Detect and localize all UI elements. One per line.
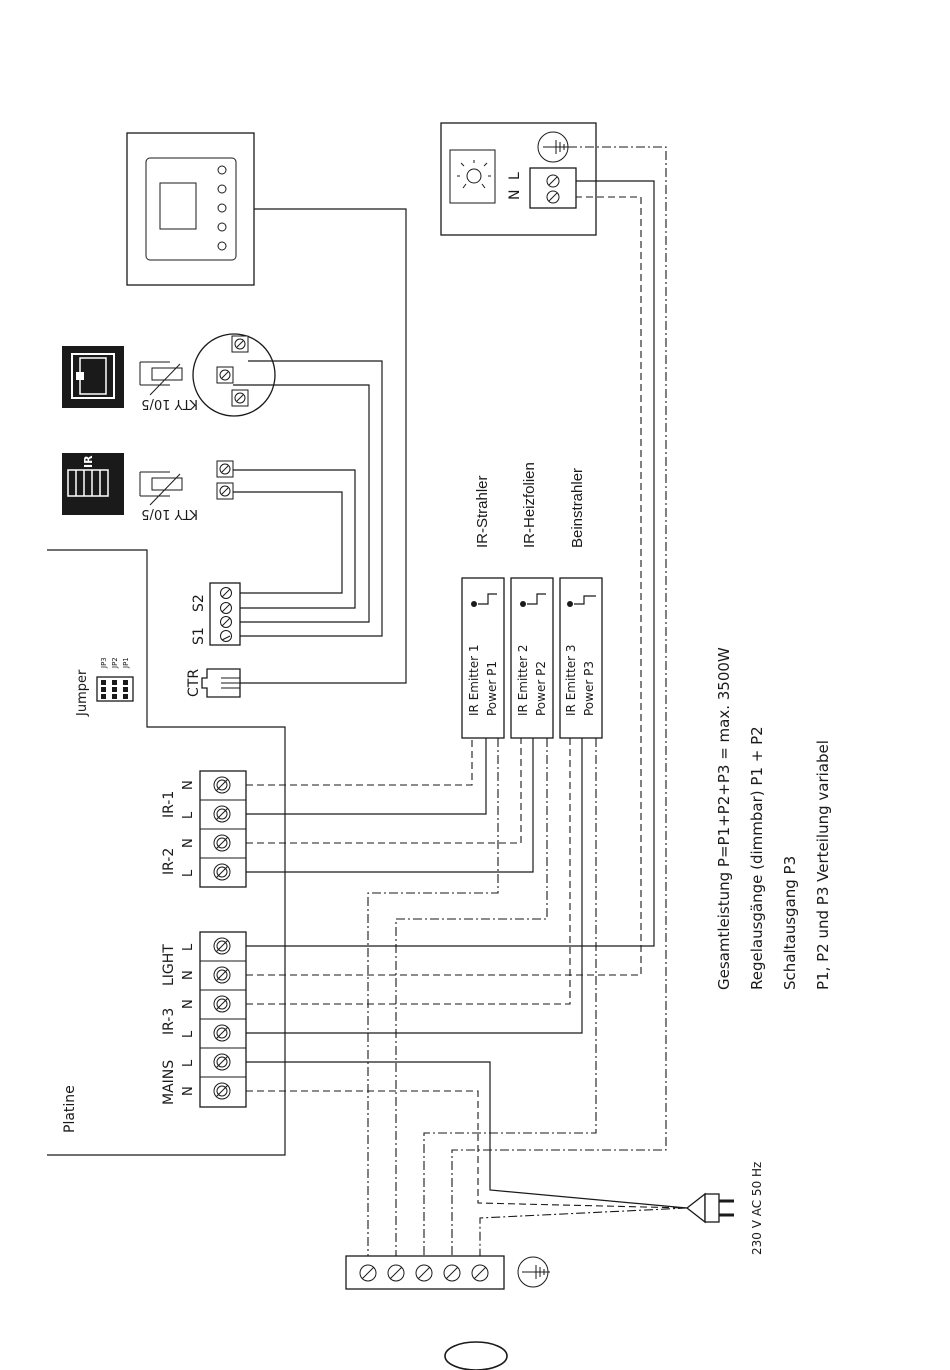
mains-label: MAINS — [161, 1060, 177, 1105]
note-switch-output: Schaltausgang P3 — [781, 856, 799, 990]
ir-heater-icon — [62, 453, 124, 515]
terminal-block-lower: LIGHT L N IR-3 N L MAINS L N — [161, 931, 247, 1108]
emitter-3-type: Beinstrahler — [569, 468, 586, 548]
lamp-box: N L — [440, 122, 597, 236]
notes: Gesamtleistung P=P1+P2+P3 = max. 3500W R… — [715, 647, 832, 990]
kty-label-2: KTY 10/5 — [141, 506, 198, 521]
platine-label: Platine — [62, 1085, 78, 1133]
s2-label: S2 — [191, 594, 207, 612]
mains-n-label: N — [181, 1086, 196, 1096]
sensor-terminal-block: S1 S2 — [191, 582, 241, 646]
supply-label: 230 V AC 50 Hz — [750, 1162, 764, 1255]
sensor-2: IR KTY 10/5 — [62, 453, 234, 521]
note-dimmable-outputs: Regelausgänge (dimmbar) P1 + P2 — [748, 726, 766, 990]
emitter-1-line1: IR Emitter 1 — [467, 645, 481, 716]
ir1-l-label: L — [181, 811, 196, 819]
emitter-3: IR Emitter 3 Power P3 Beinstrahler — [559, 468, 603, 739]
control-panel-icon — [126, 132, 255, 286]
mains-l-label: L — [181, 1059, 196, 1067]
jp1-label: JP1 — [122, 657, 130, 669]
plug-icon: 230 V AC 50 Hz — [685, 1162, 764, 1255]
jumper-block: Jumper JP3 JP2 JP1 — [75, 657, 134, 717]
lamp-l-label: L — [507, 172, 523, 180]
ir2-label: IR-2 — [161, 848, 177, 875]
ctr-connector: CTR — [186, 668, 241, 698]
light-label: LIGHT — [161, 944, 177, 986]
emitter-2-type: IR-Heizfolien — [521, 462, 538, 548]
note-total-power: Gesamtleistung P=P1+P2+P3 = max. 3500W — [715, 647, 733, 990]
emitter-3-line1: IR Emitter 3 — [564, 645, 578, 716]
ir3-label: IR-3 — [161, 1008, 177, 1035]
ir2-n-label: N — [181, 838, 196, 848]
ir2-l-label: L — [181, 869, 196, 877]
emitter-3-line2: Power P3 — [582, 661, 596, 716]
ground-terminal-strip — [345, 1255, 550, 1290]
jp3-label: JP3 — [100, 657, 108, 669]
ir1-label: IR-1 — [161, 791, 177, 818]
ir3-l-label: L — [181, 1030, 196, 1038]
emitter-1-type: IR-Strahler — [474, 475, 491, 548]
platine-board: Platine — [47, 549, 286, 1156]
emitter-1: IR Emitter 1 Power P1 IR-Strahler — [461, 475, 505, 739]
ir-icon-label: IR — [82, 455, 95, 468]
ctr-label: CTR — [186, 669, 202, 697]
emitter-1-line2: Power P1 — [485, 661, 499, 716]
jumper-label: Jumper — [75, 669, 90, 717]
ir3-n-label: N — [181, 999, 196, 1009]
s1-label: S1 — [191, 627, 207, 645]
wires — [233, 146, 688, 1256]
emitter-2-line1: IR Emitter 2 — [516, 645, 530, 716]
kty-label-1: KTY 10/5 — [141, 396, 198, 411]
page-marker — [444, 1341, 508, 1370]
ground-icon — [517, 1256, 550, 1288]
lamp-icon — [449, 149, 496, 204]
emitter-2: IR Emitter 2 Power P2 IR-Heizfolien — [510, 462, 554, 739]
emitter-2-line2: Power P2 — [534, 661, 548, 716]
jp2-label: JP2 — [111, 657, 119, 669]
note-distribution: P1, P2 und P3 Verteilung variabel — [814, 740, 832, 990]
ir1-n-label: N — [181, 780, 196, 790]
light-n-label: N — [181, 970, 196, 980]
lamp-n-label: N — [507, 190, 523, 200]
light-l-label: L — [181, 943, 196, 951]
sensor-1: KTY 10/5 — [62, 333, 276, 417]
terminal-block-upper: IR-1 N L IR-2 N L — [161, 770, 247, 888]
